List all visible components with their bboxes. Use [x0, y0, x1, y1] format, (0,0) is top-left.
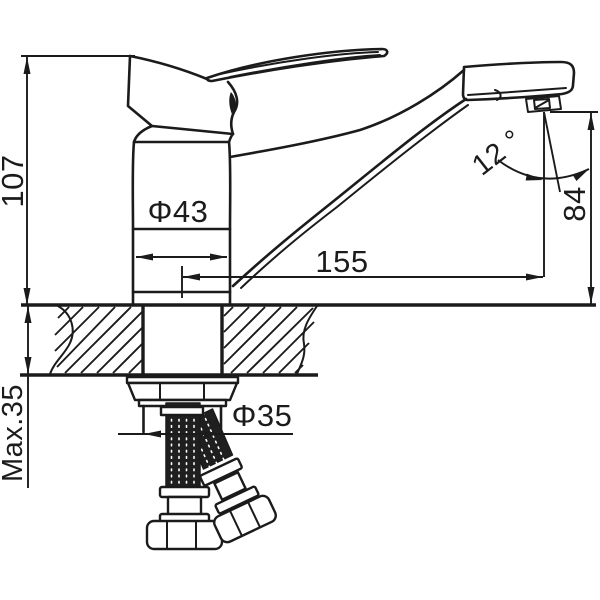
dimension-max-thickness: Max.35	[0, 305, 32, 488]
aerator-insert	[533, 98, 551, 110]
arrowhead-right	[526, 273, 543, 281]
countertop-torn-edge-right	[296, 305, 318, 375]
dimension-spout-reach: 155	[181, 244, 543, 298]
countertop-torn-edge-left	[49, 305, 74, 375]
hatching-left-slab	[54, 306, 144, 374]
arrowhead-up	[23, 57, 31, 74]
arrowhead-left	[144, 430, 161, 438]
arc-arrowhead-left	[525, 173, 543, 181]
label-outlet-height: 84	[557, 186, 592, 221]
hose-top-collar	[159, 405, 205, 417]
hose-vertical-hex-nut	[145, 519, 224, 551]
handle-cap-accent	[229, 92, 237, 116]
supply-hoses	[145, 402, 277, 551]
body-cylinder-left	[131, 140, 136, 307]
dimension-overall-height: 107	[0, 55, 135, 305]
arc-arrowhead-right	[572, 169, 589, 181]
handle-lever	[205, 47, 389, 83]
body-cylinder-right	[227, 140, 232, 307]
countertop-section	[20, 303, 596, 377]
handle-cap	[126, 54, 235, 136]
hose-diagonal-collar2	[214, 485, 260, 515]
faucet-spout	[228, 60, 576, 289]
spout-bottom-inner-edge	[240, 104, 469, 289]
arrowhead-down	[587, 287, 595, 304]
arrowhead-right	[210, 253, 227, 261]
aerator-insert-diagonal	[534, 99, 550, 109]
hose-diagonal-tube	[213, 471, 247, 501]
dimension-outlet-height: 84	[550, 111, 598, 304]
arrowhead-down	[23, 288, 31, 305]
faucet-body	[126, 47, 389, 307]
mounting-nut	[126, 381, 239, 402]
spout-top-edge	[228, 68, 466, 159]
neck-right	[227, 132, 235, 144]
hex-nut-facet	[247, 501, 261, 528]
arrowhead-right	[204, 430, 221, 438]
handle-lever-inner-line	[219, 51, 379, 75]
hose-diagonal-collar	[199, 457, 243, 487]
dimension-body-diameter: Φ43	[136, 194, 227, 261]
label-spout-reach: 155	[315, 244, 368, 279]
label-body-diameter: Φ43	[148, 194, 209, 229]
hatching-right-slab	[223, 306, 315, 374]
arrowhead-down	[24, 357, 32, 374]
hose-vertical-texture	[170, 406, 195, 487]
spout-bottom-edge	[231, 97, 468, 288]
spout-joint-detail	[494, 89, 502, 101]
aerator	[525, 95, 562, 113]
label-overall-height: 107	[0, 154, 30, 207]
hose-vertical-collar	[158, 485, 211, 499]
neck-left	[132, 124, 154, 144]
spout-head-inner-line	[467, 87, 567, 96]
label-hole-diameter: Φ35	[232, 398, 293, 433]
handle-cap-top-edge	[128, 54, 209, 81]
arrowhead-up	[24, 306, 32, 323]
spout-head	[461, 60, 576, 102]
arrowhead-up	[587, 113, 595, 130]
angle-slanted-line	[543, 111, 561, 193]
label-max-thickness: Max.35	[0, 384, 29, 482]
arrowhead-left	[183, 273, 200, 281]
handle-lever-inner-line2	[229, 54, 381, 78]
hose-diagonal-hex-nut	[213, 494, 277, 544]
arrowhead-left	[136, 253, 153, 261]
hex-nut-facet	[229, 510, 243, 537]
dimension-hole-diameter: Φ35	[118, 398, 293, 438]
